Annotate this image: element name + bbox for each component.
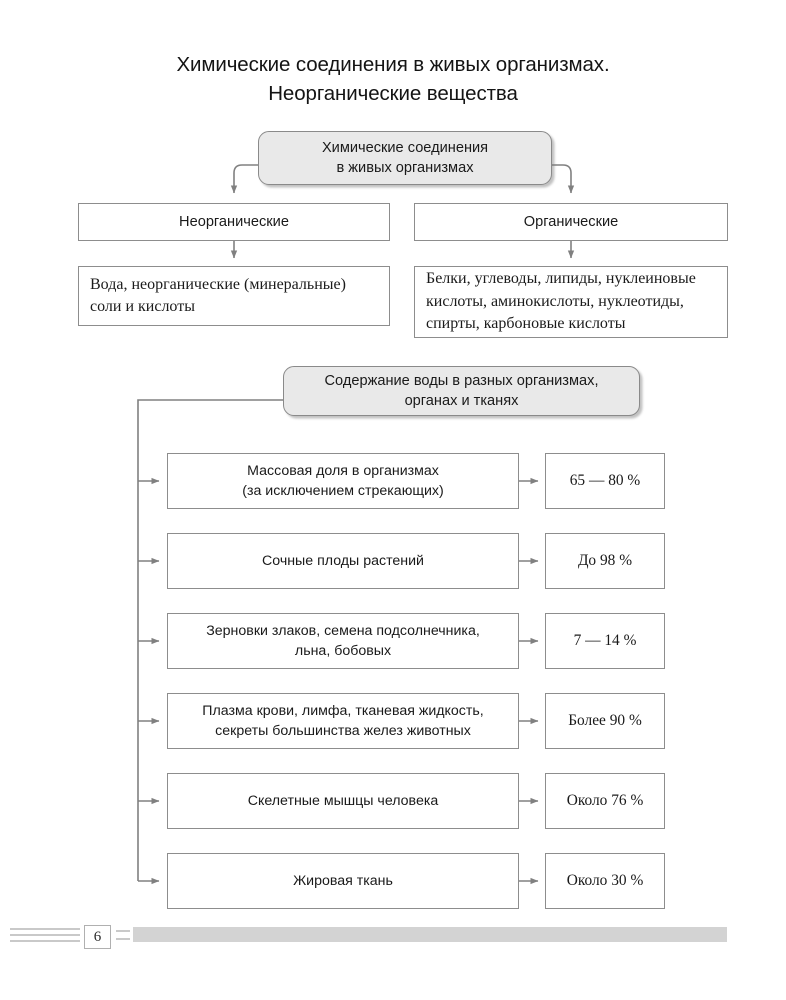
- page-number-badge: 6: [84, 925, 111, 949]
- row-label-box-3[interactable]: Зерновки злаков, семена подсолнечника, л…: [167, 613, 519, 669]
- row-label-6-line-1: Жировая ткань: [293, 873, 393, 889]
- row-value-box-4[interactable]: Более 90 %: [545, 693, 665, 749]
- row-label-box-2[interactable]: Сочные плоды растений: [167, 533, 519, 589]
- row-label-box-6[interactable]: Жировая ткань: [167, 853, 519, 909]
- category-label-organic: Органические: [523, 214, 619, 230]
- page-number: 6: [93, 928, 102, 945]
- detail-inorganic-line-2: соли и кислоты: [90, 298, 195, 315]
- row-label-box-1[interactable]: Массовая доля в организмах (за исключени…: [167, 453, 519, 509]
- row-label-3-line-1: Зерновки злаков, семена подсолнечника,: [206, 623, 480, 639]
- row-value-box-6[interactable]: Около 30 %: [545, 853, 665, 909]
- footer-rule-mid-1: [116, 930, 130, 932]
- page-title: Химические соединения в живых организмах…: [0, 50, 786, 108]
- row-value-1: 65 — 80 %: [569, 472, 641, 489]
- category-box-inorganic[interactable]: Неорганические: [78, 203, 390, 241]
- row-value-2: До 98 %: [577, 552, 633, 569]
- row-value-box-5[interactable]: Около 76 %: [545, 773, 665, 829]
- category-box-organic[interactable]: Органические: [414, 203, 728, 241]
- detail-box-organic[interactable]: Белки, углеводы, липиды, нуклеиновые кис…: [414, 266, 728, 338]
- row-value-box-3[interactable]: 7 — 14 %: [545, 613, 665, 669]
- detail-organic-line-2: кислоты, аминокислоты, нуклеотиды,: [426, 292, 684, 310]
- root-node-line-1: Химические соединения: [321, 140, 489, 156]
- row-label-1-line-1: Массовая доля в организмах: [247, 463, 439, 479]
- page-title-line-2: Неорганические вещества: [268, 82, 518, 105]
- page-title-line-1: Химические соединения в живых организмах…: [176, 53, 610, 76]
- row-value-5: Около 76 %: [566, 792, 644, 809]
- row-label-3-line-2: льна, бобовых: [294, 643, 392, 659]
- root-node-line-2: в живых организмах: [336, 160, 474, 176]
- row-label-2-line-1: Сочные плоды растений: [262, 553, 424, 569]
- row-label-1-line-2: (за исключением стрекающих): [242, 483, 444, 499]
- detail-organic-line-3: спирты, карбоновые кислоты: [426, 315, 626, 333]
- detail-box-inorganic[interactable]: Вода, неорганические (минеральные) соли …: [78, 266, 390, 326]
- row-value-box-1[interactable]: 65 — 80 %: [545, 453, 665, 509]
- footer-rule-left-1: [10, 928, 80, 930]
- detail-organic-line-1: Белки, углеводы, липиды, нуклеиновые: [426, 270, 696, 288]
- row-value-box-2[interactable]: До 98 %: [545, 533, 665, 589]
- row-label-box-4[interactable]: Плазма крови, лимфа, тканевая жидкость, …: [167, 693, 519, 749]
- footer-rule-mid-2: [116, 938, 130, 940]
- row-label-5-line-1: Скелетные мышцы человека: [247, 793, 439, 809]
- row-value-6: Около 30 %: [566, 872, 644, 889]
- section-header-line-2: органах и тканях: [404, 393, 519, 409]
- footer-rule-left-2: [10, 934, 80, 936]
- row-label-box-5[interactable]: Скелетные мышцы человека: [167, 773, 519, 829]
- category-label-inorganic: Неорганические: [179, 214, 289, 230]
- root-node-chemical-compounds[interactable]: Химические соединения в живых организмах: [258, 131, 552, 185]
- footer-bar: [133, 927, 727, 942]
- footer-rule-left-3: [10, 940, 80, 942]
- row-label-4-line-2: секреты большинства желез животных: [215, 723, 471, 739]
- row-value-3: 7 — 14 %: [573, 632, 637, 649]
- row-value-4: Более 90 %: [568, 712, 642, 729]
- section-header-water-content[interactable]: Содержание воды в разных организмах, орг…: [283, 366, 640, 416]
- section-header-line-1: Содержание воды в разных организмах,: [324, 373, 599, 389]
- row-label-4-line-1: Плазма крови, лимфа, тканевая жидкость,: [202, 703, 484, 719]
- detail-inorganic-line-1: Вода, неорганические (минеральные): [90, 275, 346, 293]
